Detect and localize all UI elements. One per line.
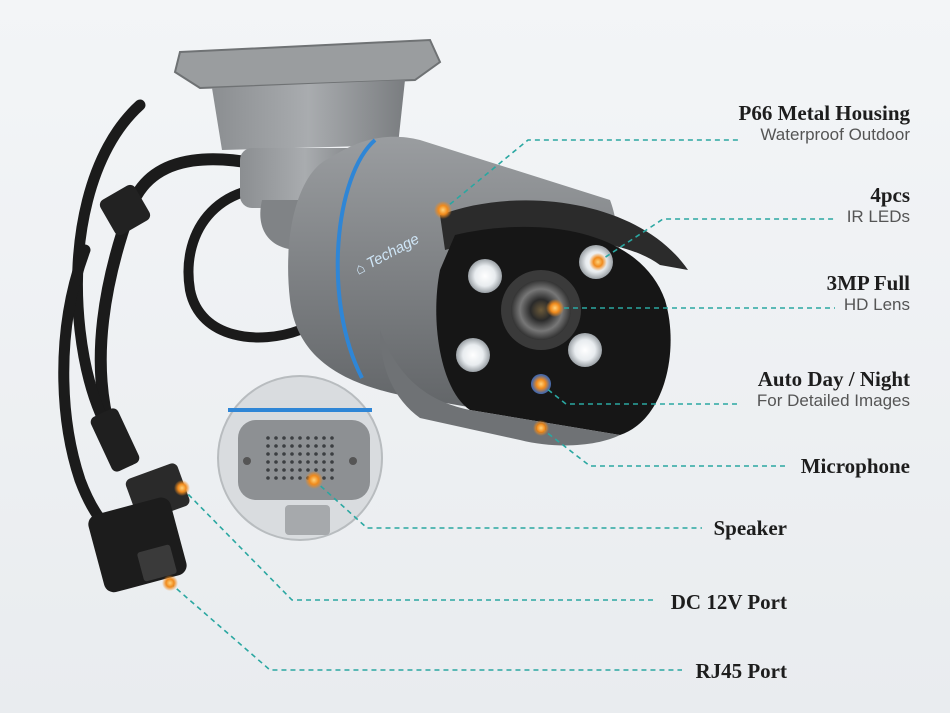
speaker-grille-hole — [274, 476, 278, 480]
cable-connectors — [88, 184, 190, 593]
ir-led-4 — [568, 333, 602, 367]
speaker-grille-hole — [322, 444, 326, 448]
speaker-grille-hole — [314, 468, 318, 472]
speaker-grille-hole — [314, 444, 318, 448]
speaker-grille-hole — [306, 460, 310, 464]
speaker-grille-hole — [306, 468, 310, 472]
speaker-grille-hole — [290, 436, 294, 440]
callout-title: 4pcs — [870, 183, 910, 207]
speaker-grille-hole — [266, 468, 270, 472]
callout-title: P66 Metal Housing — [738, 101, 911, 125]
speaker-grille-hole — [330, 444, 334, 448]
speaker-grille-hole — [306, 444, 310, 448]
speaker-grille-hole — [330, 460, 334, 464]
speaker-grille-hole — [322, 476, 326, 480]
speaker-grille-hole — [282, 476, 286, 480]
speaker-grille-hole — [330, 436, 334, 440]
speaker-grille-hole — [298, 460, 302, 464]
callout-lens: 3MP Full HD Lens — [827, 271, 910, 315]
callout-subtitle: IR LEDs — [846, 207, 910, 226]
lens — [511, 280, 571, 340]
callout-title: Speaker — [713, 516, 788, 540]
speaker-grille-hole — [282, 468, 286, 472]
speaker-grille-hole — [290, 460, 294, 464]
speaker-grille-hole — [274, 452, 278, 456]
callout-ir-leds: 4pcs IR LEDs — [847, 183, 910, 227]
callout-subtitle: Waterproof Outdoor — [760, 125, 910, 144]
ir-led-1 — [468, 259, 502, 293]
callout-title: DC 12V Port — [670, 590, 787, 614]
speaker-grille-hole — [322, 460, 326, 464]
speaker-grille-hole — [330, 476, 334, 480]
speaker-grille-hole — [330, 468, 334, 472]
speaker-grille-hole — [266, 452, 270, 456]
speaker-grille-hole — [298, 452, 302, 456]
speaker-grille-hole — [330, 452, 334, 456]
speaker-grille-hole — [298, 444, 302, 448]
camera-front — [456, 245, 613, 433]
speaker-grille-hole — [266, 436, 270, 440]
speaker-grille-hole — [266, 476, 270, 480]
speaker-grille-hole — [298, 468, 302, 472]
speaker-grille-hole — [322, 468, 326, 472]
callout-title: RJ45 Port — [695, 659, 787, 683]
speaker-grille-hole — [274, 460, 278, 464]
callout-subtitle: HD Lens — [843, 295, 910, 314]
speaker-grille-hole — [282, 436, 286, 440]
speaker-grille-hole — [306, 436, 310, 440]
ir-led-3 — [456, 338, 490, 372]
speaker-grille-hole — [274, 468, 278, 472]
speaker-grille-hole — [290, 444, 294, 448]
speaker-grille-hole — [314, 452, 318, 456]
speaker-grille-hole — [290, 468, 294, 472]
speaker-grille-hole — [290, 476, 294, 480]
speaker-grille-hole — [282, 452, 286, 456]
speaker-grille-hole — [314, 436, 318, 440]
callout-title: Auto Day / Night — [757, 367, 910, 391]
speaker-grille-hole — [306, 452, 310, 456]
callout-rj45-port: RJ45 Port — [695, 659, 787, 683]
callout-microphone: Microphone — [801, 454, 910, 478]
speaker-grille-hole — [282, 444, 286, 448]
callout-title: 3MP Full — [826, 271, 910, 295]
callout-day-night: Auto Day / Night For Detailed Images — [757, 367, 910, 411]
speaker-grille-hole — [298, 476, 302, 480]
callout-speaker: Speaker — [714, 516, 788, 540]
speaker-grille-hole — [298, 436, 302, 440]
callout-housing: P66 Metal Housing Waterproof Outdoor — [739, 101, 911, 145]
speaker-grille-hole — [282, 460, 286, 464]
markers — [162, 201, 607, 591]
speaker-grille-hole — [322, 436, 326, 440]
leader-lines — [169, 139, 835, 671]
callout-subtitle: For Detailed Images — [756, 391, 910, 410]
speaker-grille-hole — [314, 460, 318, 464]
speaker-grille-hole — [274, 436, 278, 440]
speaker-inset — [217, 375, 383, 541]
callout-dc-port: DC 12V Port — [671, 590, 787, 614]
callout-title: Microphone — [800, 454, 910, 478]
speaker-grille-hole — [290, 452, 294, 456]
speaker-grille-hole — [274, 444, 278, 448]
speaker-grille-hole — [322, 452, 326, 456]
speaker-grille-hole — [266, 444, 270, 448]
speaker-grille-hole — [266, 460, 270, 464]
